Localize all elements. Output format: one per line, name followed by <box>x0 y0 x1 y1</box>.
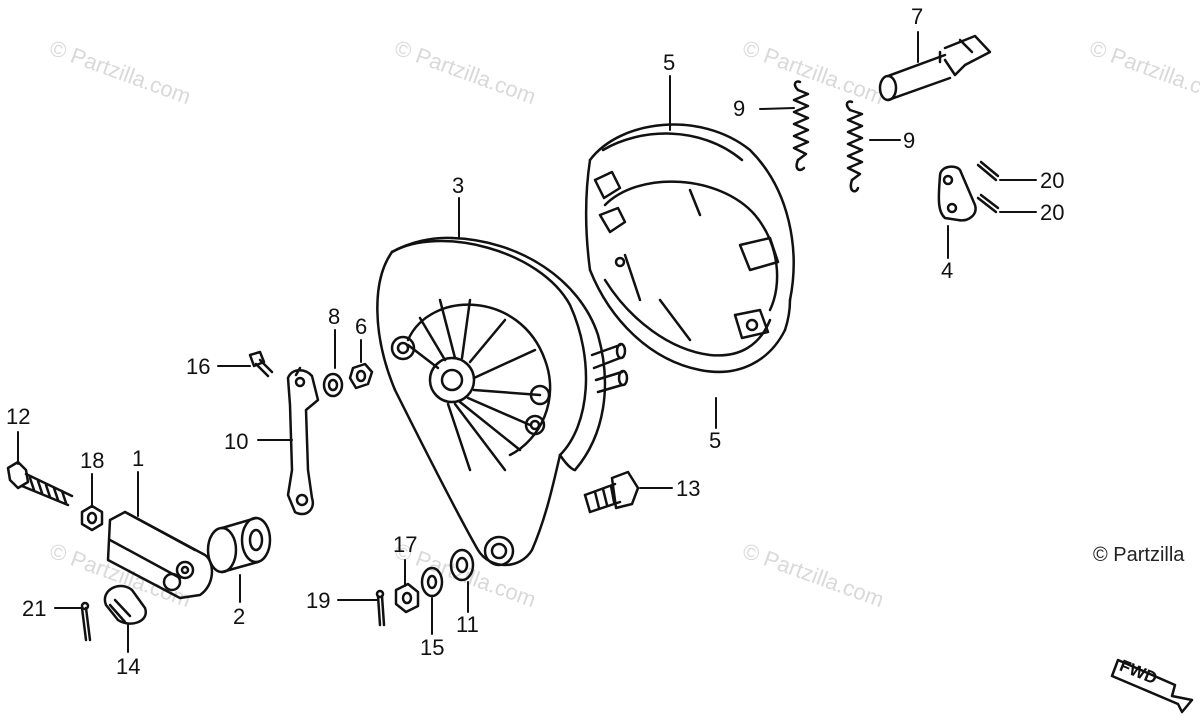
callout-label: 21 <box>22 596 47 621</box>
callout-label: 7 <box>911 4 924 29</box>
callout-label: 17 <box>393 532 418 557</box>
callout-label: 5 <box>663 50 676 75</box>
plate-icon <box>937 165 977 222</box>
callout-label: 20 <box>1040 200 1065 225</box>
arm-icon <box>286 366 320 516</box>
callout-label: 9 <box>903 128 916 153</box>
callout-label: 5 <box>709 428 722 453</box>
callout-label: 4 <box>941 258 954 283</box>
bolt-icon <box>6 460 74 507</box>
bolt-icon <box>248 350 274 378</box>
callout-label: 12 <box>6 404 31 429</box>
callout-label: 6 <box>355 314 368 339</box>
cotter-pin-icon <box>80 601 92 642</box>
callout-label: 13 <box>676 476 701 501</box>
callout-label: 10 <box>224 429 249 454</box>
callout-label: 15 <box>420 635 445 660</box>
washer-icon <box>420 566 444 598</box>
callout-label: 20 <box>1040 168 1065 193</box>
callout-label: 19 <box>306 588 331 613</box>
callout-label: 14 <box>116 654 141 679</box>
fwd-arrow-icon <box>1110 658 1194 714</box>
nut-icon <box>348 362 374 390</box>
nut-icon <box>80 504 104 532</box>
callout-label: 16 <box>186 354 211 379</box>
cotter-pin-icon <box>976 160 1000 214</box>
callout-label: 2 <box>233 604 246 629</box>
washer-icon <box>449 548 475 582</box>
callout-label: 11 <box>456 612 479 637</box>
brake-shoe-icon <box>584 123 795 374</box>
washer-icon <box>322 372 344 398</box>
cotter-pin-icon <box>375 589 386 627</box>
bolt-icon <box>583 470 640 514</box>
spring-icon <box>792 80 810 172</box>
callout-label: 3 <box>452 173 465 198</box>
cam-icon <box>878 34 992 102</box>
clevis-icon <box>106 510 214 600</box>
nut-icon <box>103 584 148 625</box>
bushing-icon <box>206 516 272 574</box>
nut-icon <box>394 582 420 614</box>
callout-label: 1 <box>132 446 145 471</box>
copyright-text: © Partzilla <box>1093 544 1185 566</box>
callout-label: 18 <box>80 448 105 473</box>
spring-icon <box>845 100 864 193</box>
brake-panel-icon <box>376 236 629 567</box>
leader-lines <box>17 31 1037 653</box>
callout-label: 8 <box>328 304 341 329</box>
callout-label: 9 <box>733 96 746 121</box>
